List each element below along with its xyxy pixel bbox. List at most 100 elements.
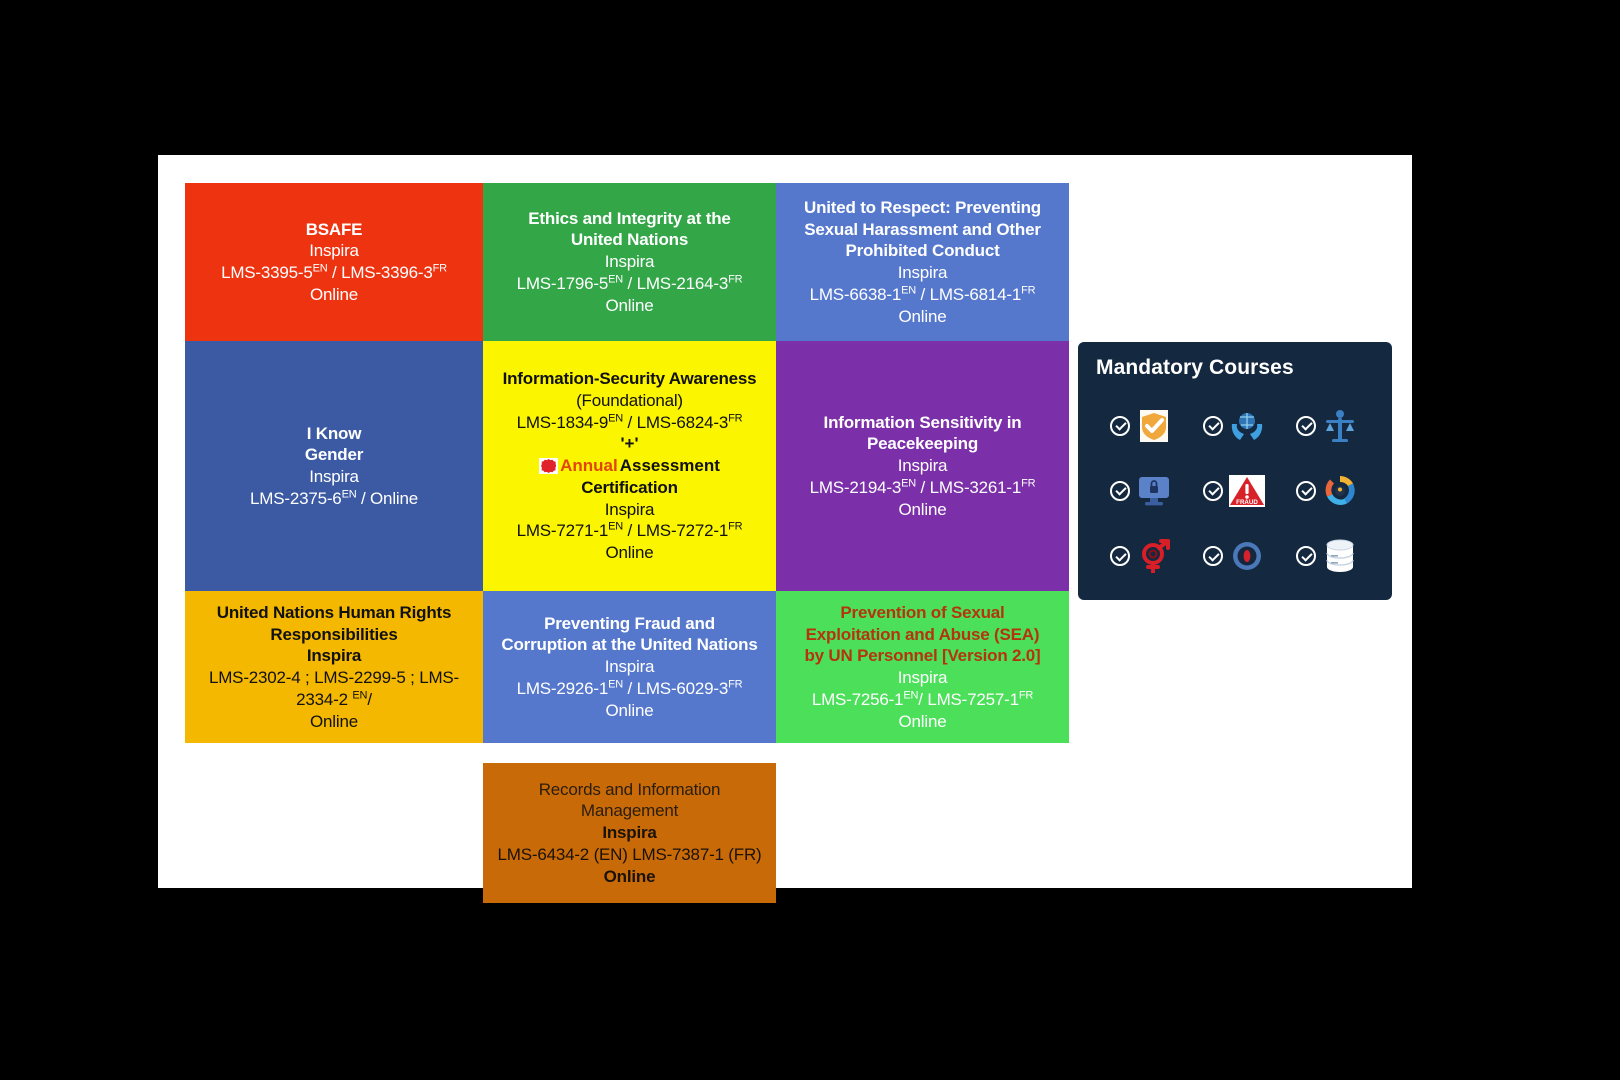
lang-sup-fr: FR: [728, 273, 743, 286]
lang-sup-en: EN: [903, 689, 919, 702]
legend-item-records[interactable]: [1281, 527, 1374, 586]
lang-sup-en: EN: [312, 262, 328, 275]
course-mode: Online: [898, 306, 947, 326]
code-separator: /: [916, 284, 930, 304]
course-code2-fr: LMS-7272-1: [636, 521, 729, 541]
course-platform: Inspira: [309, 467, 359, 486]
course-title-line2: Gender: [304, 445, 364, 465]
course-codes-line1: LMS-2302-4 ; LMS-2299-5 ; LMS-: [208, 668, 460, 687]
code-separator: /: [623, 678, 637, 698]
check-circle-icon: [1202, 480, 1223, 501]
legend-item-infosec[interactable]: [1096, 461, 1189, 520]
check-circle-icon: [1110, 415, 1131, 436]
course-grid: BSAFE Inspira LMS-3395-5EN / LMS-3396-3F…: [185, 183, 1069, 903]
hands-globe-icon: [1227, 406, 1267, 446]
course-title-line2: Management: [580, 801, 679, 821]
course-card-records-management[interactable]: Records and Information Management Inspi…: [483, 763, 776, 903]
course-title-line1: Information Sensitivity in: [823, 412, 1022, 432]
course-card-bsafe[interactable]: BSAFE Inspira LMS-3395-5EN / LMS-3396-3F…: [185, 183, 483, 341]
course-card-ethics[interactable]: Ethics and Integrity at the United Natio…: [483, 183, 776, 341]
lang-sup-en: EN: [352, 689, 368, 702]
course-mode-inline: / Online: [356, 488, 418, 508]
lang-sup-en: EN: [608, 411, 624, 424]
course-mode: Online: [898, 499, 947, 519]
course-codes-line2: 2334-2 EN/: [296, 689, 372, 711]
lang-sup-en: EN: [608, 273, 624, 286]
course-title: Information-Security Awareness: [502, 369, 757, 389]
course-platform: Inspira: [309, 241, 359, 261]
database-records-icon: [1320, 536, 1360, 576]
check-circle-icon: [1202, 415, 1223, 436]
course-codes: LMS-6638-1EN / LMS-6814-1FR: [810, 284, 1036, 306]
course-code-fr: LMS-6824-3: [636, 412, 729, 432]
gender-symbol-icon: [1134, 536, 1174, 576]
course-card-information-sensitivity[interactable]: Information Sensitivity in Peacekeeping …: [776, 341, 1069, 591]
course-title-line2: Responsibilities: [270, 624, 398, 644]
slide-canvas: BSAFE Inspira LMS-3395-5EN / LMS-3396-3F…: [158, 155, 1412, 903]
course-title-line3: by UN Personnel [Version 2.0]: [804, 646, 1041, 666]
lang-sup-fr: FR: [1021, 477, 1036, 490]
lang-sup-fr: FR: [1018, 689, 1034, 702]
legend-item-human-rights[interactable]: [1189, 396, 1282, 455]
course-code-tail: 2334-2: [296, 689, 353, 709]
course-platform: Inspira: [604, 252, 655, 272]
course-platform: Inspira: [897, 456, 948, 476]
course-title-line1: Preventing Fraud and: [544, 613, 715, 633]
course-title-line2: United Nations: [570, 230, 689, 250]
course-codes: LMS-1796-5EN / LMS-2164-3FR: [517, 273, 743, 295]
lang-sup-fr: FR: [432, 262, 447, 275]
course-codes: LMS-3395-5EN / LMS-3396-3FR: [221, 262, 447, 284]
code-separator: /: [623, 412, 637, 432]
course-card-i-know-gender[interactable]: I Know Gender Inspira LMS-2375-6EN / Onl…: [185, 341, 483, 591]
course-subtitle: (Foundational): [576, 390, 683, 410]
monitor-lock-icon: [1134, 471, 1174, 511]
lang-sup-en: EN: [901, 284, 917, 297]
course-codes: LMS-6434-2 (EN) LMS-7387-1 (FR): [497, 844, 762, 864]
course-card-human-rights[interactable]: United Nations Human Rights Responsibili…: [185, 591, 483, 743]
code-separator: /: [623, 521, 637, 541]
course-mode: Online: [310, 711, 358, 731]
course-title-line2: Corruption at the United Nations: [501, 635, 758, 655]
course-code-fr: LMS-3261-1: [929, 477, 1022, 497]
check-circle-icon: [1110, 546, 1131, 567]
course-platform: Inspira: [897, 668, 948, 687]
course-code2-en: LMS-7271-1: [516, 521, 609, 541]
legend-item-fraud[interactable]: FRAUD: [1189, 461, 1282, 520]
course-code-en: LMS-2375-6: [250, 488, 342, 508]
lang-sup-en: EN: [608, 678, 624, 691]
code-separator: /: [918, 689, 928, 709]
course-codes: LMS-2194-3EN / LMS-3261-1FR: [810, 477, 1036, 499]
legend-item-gender[interactable]: [1096, 527, 1189, 586]
course-title-line1: Records and Information: [538, 779, 721, 799]
course-card-united-to-respect[interactable]: United to Respect: Preventing Sexual Har…: [776, 183, 1069, 341]
legend-item-psea[interactable]: [1281, 461, 1374, 520]
course-code-fr: LMS-2164-3: [636, 273, 729, 293]
svg-text:FRAUD: FRAUD: [1236, 499, 1258, 506]
mandatory-courses-legend: Mandatory Courses: [1078, 342, 1392, 600]
course-codes: LMS-7256-1EN/ LMS-7257-1FR: [812, 689, 1034, 711]
annual-highlight: Annual: [560, 456, 618, 476]
course-title-line1: United Nations Human Rights: [216, 602, 452, 622]
new-stamp-icon: [539, 458, 559, 474]
course-title-line1: Prevention of Sexual: [840, 602, 1005, 622]
legend-item-information-sensitivity[interactable]: [1189, 527, 1282, 586]
fraud-warning-icon: FRAUD: [1227, 471, 1267, 511]
legend-item-bsafe[interactable]: [1096, 396, 1189, 455]
course-code-fr: LMS-7257-1: [927, 689, 1019, 709]
course-card-information-security[interactable]: Information-Security Awareness (Foundati…: [483, 341, 776, 591]
course-mode: Online: [898, 711, 947, 731]
lang-sup-en: EN: [901, 477, 917, 490]
legend-item-ethics[interactable]: [1281, 396, 1374, 455]
plus-connector: '+': [620, 434, 639, 454]
course-platform: Inspira: [604, 657, 655, 677]
course-card-psea[interactable]: Prevention of Sexual Exploitation and Ab…: [776, 591, 1069, 743]
lang-sup-fr: FR: [1021, 284, 1036, 297]
course-platform: Inspira: [602, 823, 657, 843]
annual-assessment-line: Annual Assessment: [539, 455, 720, 477]
course-codes-secondary: LMS-7271-1EN / LMS-7272-1FR: [517, 520, 743, 542]
people-cycle-icon: [1320, 471, 1360, 511]
annual-certification-line: Certification: [581, 477, 678, 497]
course-platform: Inspira: [306, 646, 362, 666]
course-card-preventing-fraud[interactable]: Preventing Fraud and Corruption at the U…: [483, 591, 776, 743]
course-code-en: LMS-2926-1: [516, 678, 609, 698]
